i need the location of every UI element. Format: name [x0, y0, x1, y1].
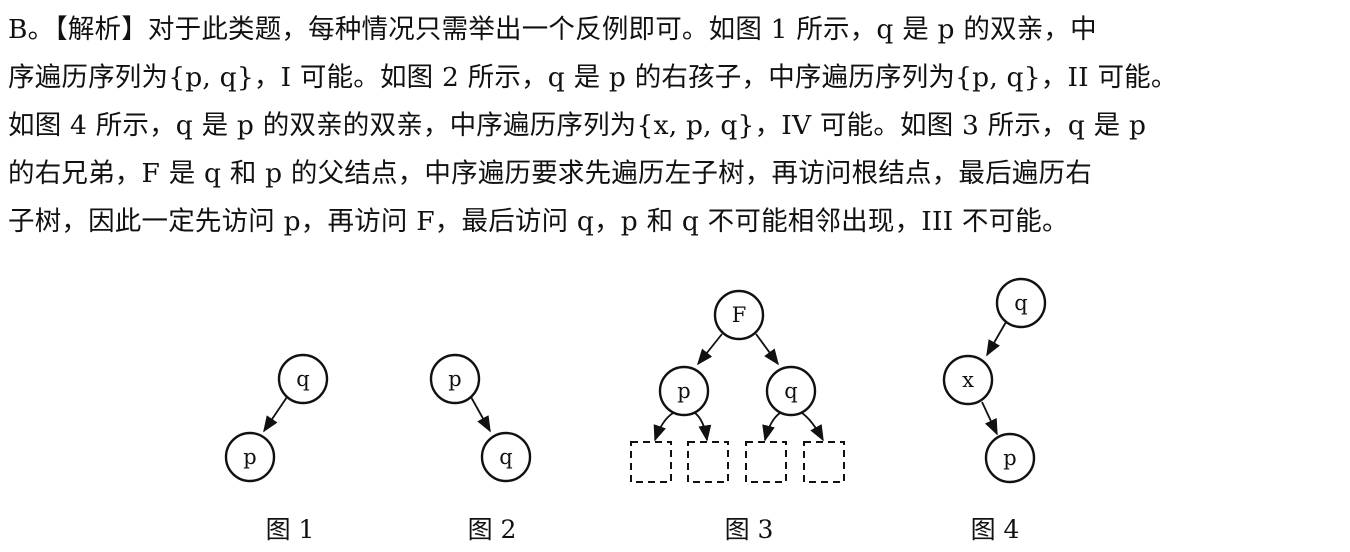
fig3-edge-left: [696, 333, 723, 366]
fig3-caption: 图 3: [725, 515, 774, 544]
fig3-subtree-q-left: [745, 441, 787, 483]
fig1-node-child: [224, 431, 276, 483]
fig3-node-right: [765, 365, 817, 417]
fig4-edge-top: [986, 321, 1007, 357]
fig3-edge-q-right: [801, 412, 824, 442]
explanation-line-2: 序遍历序列为{p, q}，I 可能。如图 2 所示，q 是 p 的右孩子，中序遍…: [8, 62, 1178, 93]
fig3-edge-p-left: [653, 412, 674, 442]
fig4-node-root: [995, 277, 1047, 329]
fig3-edge-q-left: [762, 412, 781, 442]
fig3-node-root: [713, 289, 765, 341]
fig3-node-left: [658, 365, 710, 417]
explanation-line-3: 如图 4 所示，q 是 p 的双亲的双亲，中序遍历序列为{x, p, q}，IV…: [8, 110, 1147, 141]
fig4-node-bottom-label: p: [1003, 446, 1016, 470]
fig2-caption: 图 2: [468, 515, 517, 544]
fig4-node-middle-label: x: [962, 368, 974, 392]
fig3-edge-p-right: [694, 412, 712, 442]
fig3-edge-right: [755, 333, 779, 366]
fig2-node-child-label: q: [499, 445, 512, 469]
figure-3: F p q 图 3: [630, 289, 845, 544]
fig3-node-left-label: p: [677, 379, 690, 403]
explanation-line-1: B。【解析】对于此类题，每种情况只需举出一个反例即可。如图 1 所示，q 是 p…: [8, 14, 1097, 45]
fig2-node-parent-label: p: [448, 367, 461, 391]
fig1-node-child-label: p: [243, 445, 256, 469]
fig1-caption: 图 1: [266, 515, 315, 544]
fig3-subtree-p-right: [687, 441, 729, 483]
fig1-node-parent: [277, 353, 329, 405]
figure-1: q p 图 1: [224, 353, 329, 544]
fig4-node-bottom: [984, 432, 1036, 484]
figure-2: p q 图 2: [429, 353, 532, 544]
fig4-edge-bottom: [981, 401, 998, 436]
fig2-node-child: [480, 431, 532, 483]
fig3-node-right-label: q: [784, 379, 797, 403]
fig3-node-root-label: F: [732, 303, 747, 327]
explanation-paragraph: B。【解析】对于此类题，每种情况只需举出一个反例即可。如图 1 所示，q 是 p…: [8, 6, 1342, 246]
explanation-line-5: 子树，因此一定先访问 p，再访问 F，最后访问 q，p 和 q 不可能相邻出现，…: [8, 206, 1069, 237]
fig1-node-parent-label: q: [296, 367, 309, 391]
fig2-node-parent: [429, 353, 481, 405]
fig1-edge: [263, 396, 288, 433]
explanation-line-4: 的右兄弟，F 是 q 和 p 的父结点，中序遍历要求先遍历左子树，再访问根结点，…: [8, 158, 1092, 189]
fig3-subtree-p-left: [630, 441, 672, 483]
fig4-caption: 图 4: [971, 515, 1020, 544]
figure-4: q x p 图 4: [942, 277, 1047, 544]
fig2-edge: [470, 396, 491, 433]
fig4-node-root-label: q: [1014, 291, 1027, 315]
fig3-subtree-q-right: [803, 441, 845, 483]
fig4-node-middle: [942, 354, 994, 406]
